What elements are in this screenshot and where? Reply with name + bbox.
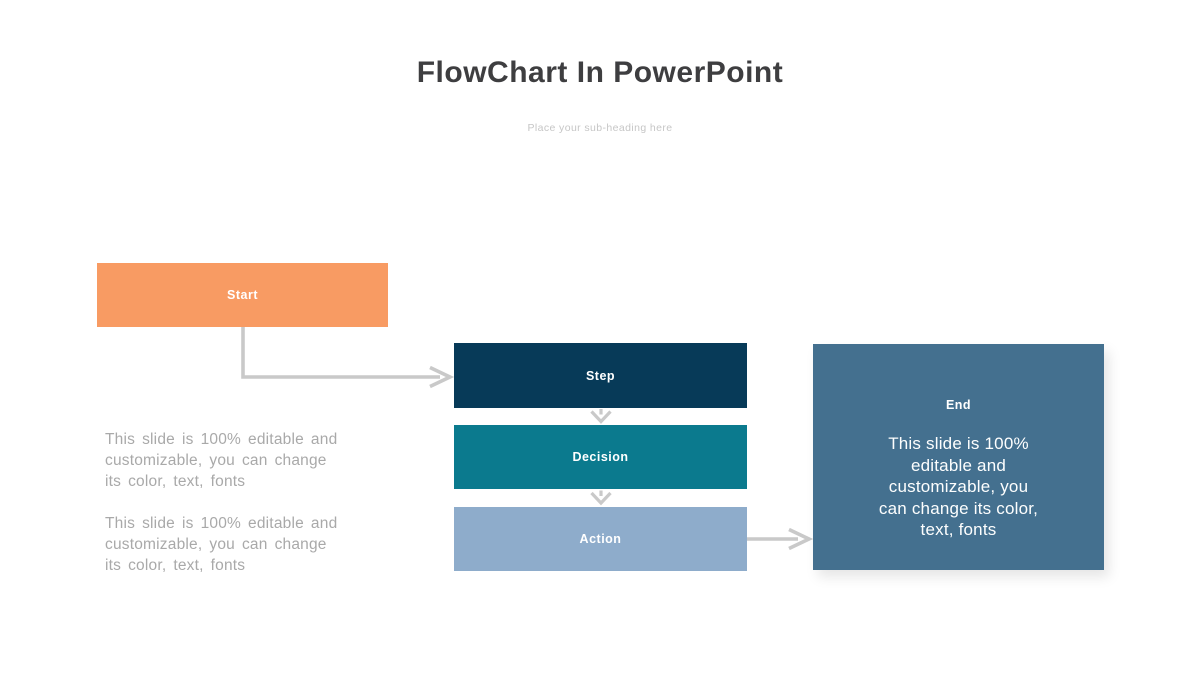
slide-title[interactable]: FlowChart In PowerPoint xyxy=(416,56,784,89)
flow-node-action-label: Action xyxy=(579,532,622,546)
end-body-line: can change its color, xyxy=(878,498,1039,518)
flow-node-start[interactable]: Start xyxy=(97,263,388,327)
arrow-action-to-end xyxy=(747,527,814,551)
flow-node-action[interactable]: Action xyxy=(454,507,747,571)
note-line: This slide is 100% editable and xyxy=(105,515,338,532)
note-line: its color, text, fonts xyxy=(105,473,246,490)
flow-node-decision[interactable]: Decision xyxy=(454,425,747,489)
note-text-2[interactable]: This slide is 100% editable and customiz… xyxy=(105,513,390,576)
end-body-line: This slide is 100% xyxy=(888,434,1029,453)
flow-node-start-label: Start xyxy=(227,288,258,302)
end-body-line: text, fonts xyxy=(920,520,997,539)
flow-node-step-label: Step xyxy=(585,368,616,383)
flow-node-step[interactable]: Step xyxy=(454,343,747,408)
arrow-decision-to-action xyxy=(590,490,612,506)
flow-node-end-body: This slide is 100% editable and customiz… xyxy=(879,433,1038,541)
flow-node-end[interactable]: End This slide is 100% editable and cust… xyxy=(813,344,1104,570)
note-text-1[interactable]: This slide is 100% editable and customiz… xyxy=(105,429,390,492)
flow-node-end-label: End xyxy=(945,398,972,412)
arrow-start-to-step xyxy=(241,327,455,389)
note-line: customizable, you can change xyxy=(105,536,327,553)
note-line: This slide is 100% editable and xyxy=(105,431,338,448)
slide-subtitle[interactable]: Place your sub-heading here xyxy=(527,122,673,134)
arrow-step-to-decision xyxy=(590,409,612,424)
note-line: its color, text, fonts xyxy=(105,557,246,574)
end-body-line: editable and xyxy=(910,455,1007,475)
note-line: customizable, you can change xyxy=(105,452,327,469)
flow-node-decision-label: Decision xyxy=(572,450,629,464)
end-body-line: customizable, you xyxy=(888,477,1029,496)
